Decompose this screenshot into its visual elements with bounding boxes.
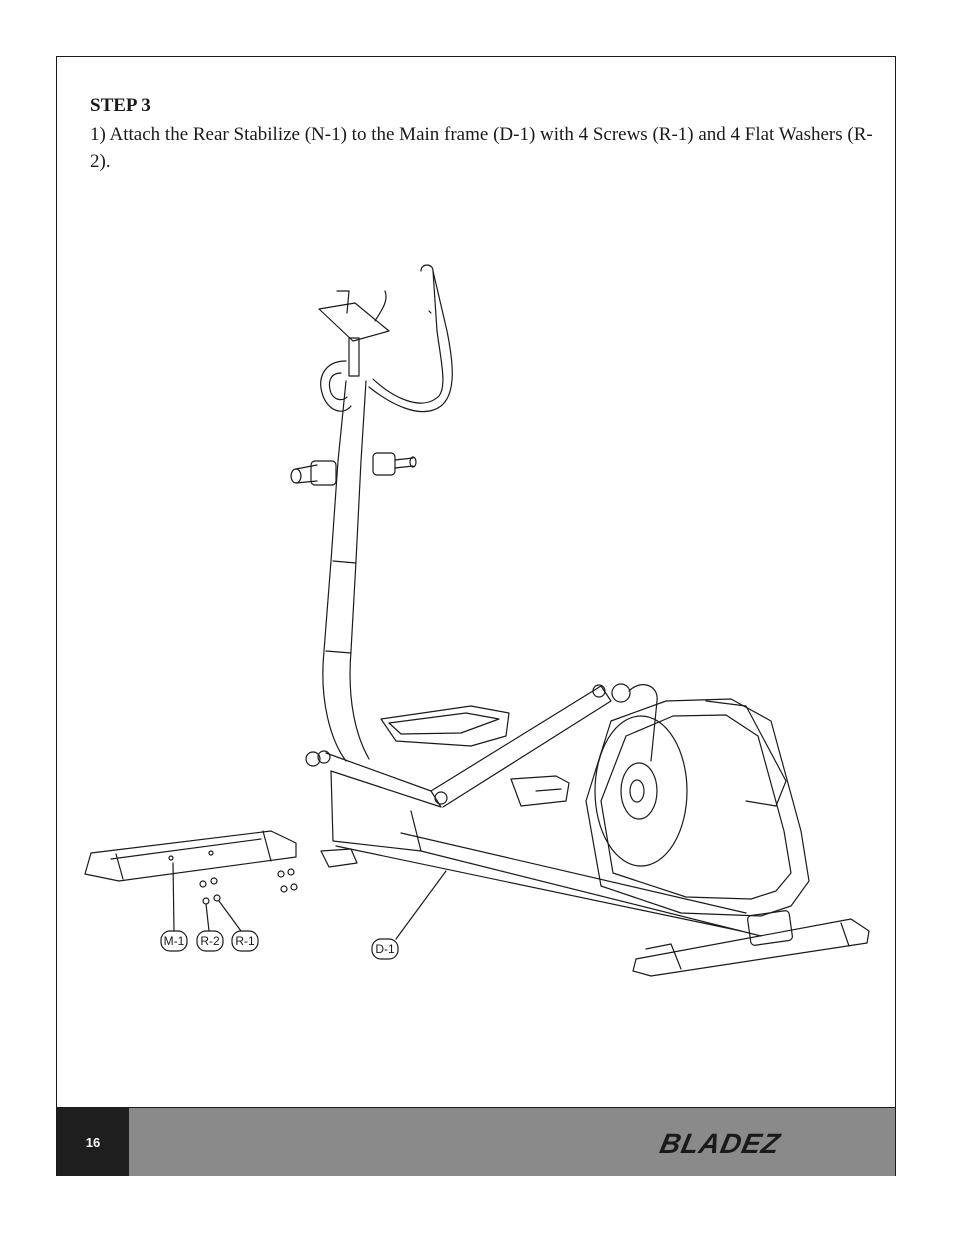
label-m1: M-1 xyxy=(164,934,185,948)
main-frame xyxy=(320,770,762,937)
handlebar xyxy=(368,264,453,413)
hardware-parts xyxy=(199,868,298,905)
pedal-lower xyxy=(510,775,570,807)
step-title: STEP 3 xyxy=(90,95,151,116)
page-number-box: 16 xyxy=(57,1108,129,1176)
page-frame: STEP 3 1) Attach the Rear Stabilize (N-1… xyxy=(56,56,896,1176)
brand-logo: BLADEZ xyxy=(657,1128,784,1159)
flywheel-housing xyxy=(585,683,810,917)
link-arm xyxy=(305,684,612,808)
main-mast xyxy=(322,380,370,762)
pivot-shaft xyxy=(290,452,417,486)
assembly-diagram: M-1 R-2 R-1 D-1 xyxy=(84,264,870,977)
label-r1: R-1 xyxy=(235,934,255,948)
footer-bar: 16 BLADEZ xyxy=(57,1107,895,1176)
label-r2: R-2 xyxy=(200,934,220,948)
front-stabilizer xyxy=(632,910,870,977)
step-instruction: 1) Attach the Rear Stabilize (N-1) to th… xyxy=(90,124,873,172)
page-number: 16 xyxy=(85,1134,101,1150)
label-d1: D-1 xyxy=(375,942,395,956)
rear-stabilizer xyxy=(84,830,297,882)
pedal-upper xyxy=(380,705,510,747)
left-grip xyxy=(320,360,352,412)
console-bracket xyxy=(318,290,390,377)
